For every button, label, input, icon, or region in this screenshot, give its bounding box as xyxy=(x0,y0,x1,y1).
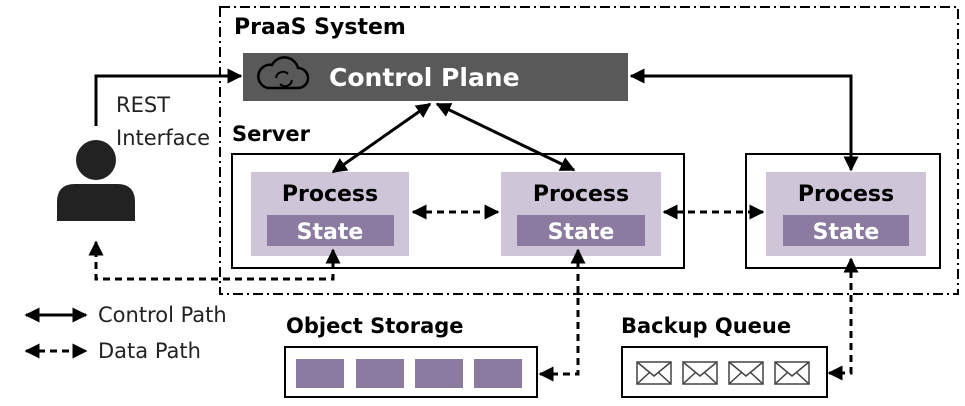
state-label: State xyxy=(297,220,364,245)
control-path-client-to-control-plane xyxy=(94,68,243,126)
envelope-icon xyxy=(774,361,810,385)
control-path-plane-process2 xyxy=(435,102,576,172)
process-node-2: Process State xyxy=(501,172,661,256)
envelope-icon xyxy=(636,361,672,385)
data-path-process2-object-storage xyxy=(538,248,586,382)
process-label: Process xyxy=(282,182,378,207)
backup-queue xyxy=(621,346,828,398)
praas-system-boundary xyxy=(219,6,959,295)
envelope-icon xyxy=(728,361,764,385)
data-path-process3-backup-queue xyxy=(827,257,859,381)
data-path-process1-client xyxy=(88,240,341,281)
rest-interface-line1: REST xyxy=(116,93,170,117)
user-icon xyxy=(57,140,135,221)
storage-block xyxy=(474,359,522,388)
storage-block xyxy=(415,359,463,388)
envelope-icon xyxy=(682,361,718,385)
process-node-3: Process State xyxy=(766,172,926,256)
object-storage xyxy=(284,346,538,398)
storage-block xyxy=(356,359,404,388)
process-node-1: Process State xyxy=(251,172,409,256)
legend: Control Path Data Path xyxy=(24,303,227,363)
control-plane: Control Plane xyxy=(243,53,628,101)
control-path-plane-process3 xyxy=(629,68,859,172)
process-label: Process xyxy=(798,182,894,207)
storage-block xyxy=(296,359,344,388)
cloud-sync-icon xyxy=(257,56,310,90)
state-label: State xyxy=(548,220,615,245)
control-path-plane-process1 xyxy=(331,102,432,174)
praas-system-title: PraaS System xyxy=(234,15,406,40)
server-title: Server xyxy=(232,122,311,146)
legend-data-path-label: Data Path xyxy=(98,339,201,363)
rest-interface-line2: Interface xyxy=(116,126,210,150)
backup-queue-title: Backup Queue xyxy=(621,314,791,338)
process-label: Process xyxy=(533,182,629,207)
state-label: State xyxy=(813,220,880,245)
control-plane-label: Control Plane xyxy=(329,63,520,92)
object-storage-title: Object Storage xyxy=(286,314,464,338)
legend-control-path-label: Control Path xyxy=(98,303,227,327)
